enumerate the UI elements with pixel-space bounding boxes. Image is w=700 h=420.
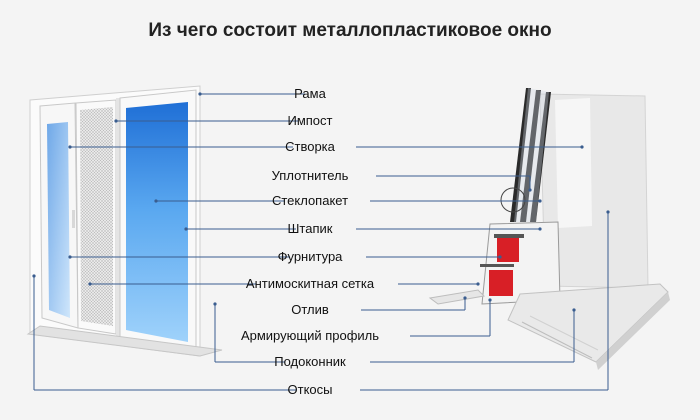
glass-unit xyxy=(514,88,549,222)
label-ebb: Отлив xyxy=(291,302,329,317)
label-glass-unit: Стеклопакет xyxy=(271,193,349,208)
leader-dots xyxy=(32,92,610,312)
glass-pane-3 xyxy=(530,92,551,222)
diagram-title: Из чего состоит металлопластиковое окно xyxy=(148,20,552,41)
label-mosquito-net: Антимоскитная сетка xyxy=(245,276,375,291)
window-illustration xyxy=(26,85,223,357)
ebb-icon xyxy=(428,289,486,305)
seal-black xyxy=(480,264,514,267)
window-sill xyxy=(26,325,223,357)
label-mullion: Импост xyxy=(287,113,333,128)
label-glazing-bead: Штапик xyxy=(287,221,333,236)
label-frame: Рама xyxy=(294,86,326,101)
glass-pane-2 xyxy=(520,90,541,222)
label-slopes: Откосы xyxy=(287,382,333,397)
windowsill-edge xyxy=(596,292,670,370)
section-illustration xyxy=(428,88,670,370)
mullion xyxy=(116,98,120,338)
bead-black xyxy=(494,234,524,238)
open-sash-glass xyxy=(47,122,70,318)
fixed-sash-glass xyxy=(126,102,188,342)
seal-circle-icon xyxy=(500,187,526,213)
reinforcement-lower xyxy=(489,270,513,296)
handle-icon xyxy=(72,210,75,228)
label-hardware: Фурнитура xyxy=(277,249,343,264)
label-windowsill: Подоконник xyxy=(274,354,346,369)
label-sash: Створка xyxy=(285,139,335,154)
label-seal: Уплотнитель xyxy=(271,168,349,183)
mosquito-net-icon xyxy=(80,107,113,326)
reinforcement-upper xyxy=(497,238,519,262)
label-reinforcement: Армирующий профиль xyxy=(240,328,380,343)
leader-lines xyxy=(33,93,609,391)
wall-reveal xyxy=(555,98,592,228)
